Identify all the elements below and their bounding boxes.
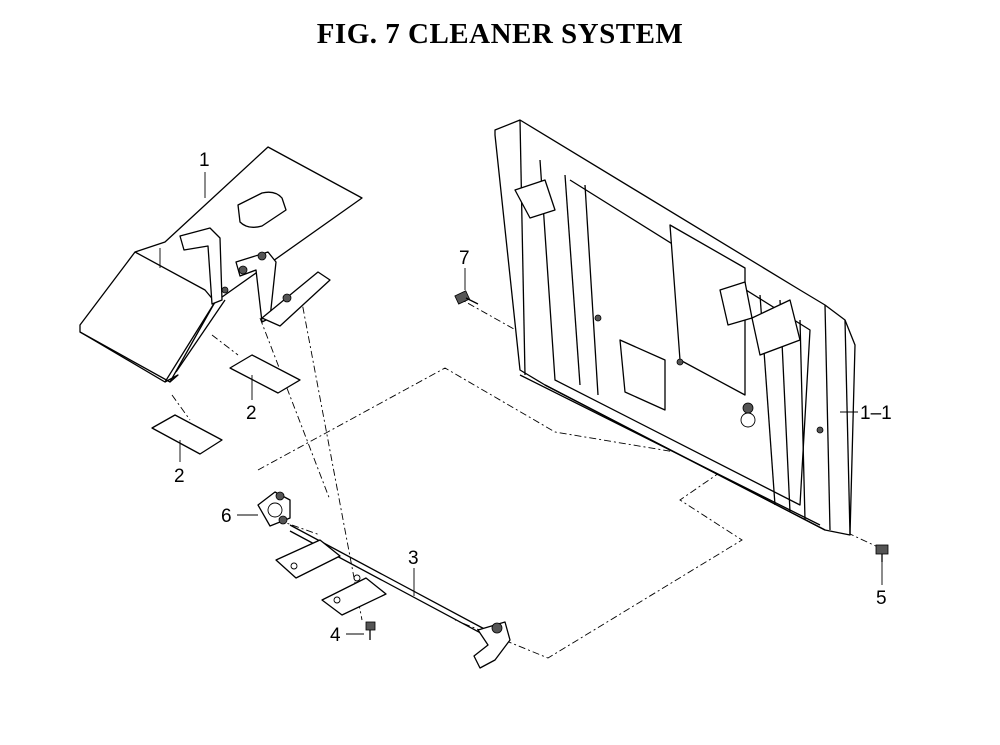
figure-title: FIG. 7 CLEANER SYSTEM bbox=[316, 18, 684, 50]
callout-6: 6 bbox=[221, 506, 232, 527]
callout-1: 1 bbox=[199, 150, 210, 171]
callout-4: 4 bbox=[330, 625, 341, 646]
part-2-pad-lower bbox=[151, 414, 223, 455]
callout-3: 3 bbox=[408, 548, 419, 569]
part-1-1-frame bbox=[494, 119, 856, 536]
part-4-bolt bbox=[365, 621, 376, 640]
part-1-cover bbox=[79, 146, 363, 383]
callout-2-upper: 2 bbox=[246, 403, 257, 424]
callout-1-1: 1–1 bbox=[860, 403, 892, 424]
leader-lines bbox=[179, 172, 883, 635]
part-2-pad-upper bbox=[229, 354, 301, 394]
part-7-bolt bbox=[454, 290, 479, 305]
part-5-bolt bbox=[875, 544, 889, 562]
callout-5: 5 bbox=[876, 588, 887, 609]
callout-7: 7 bbox=[459, 248, 470, 269]
part-3-shaft-assembly bbox=[275, 524, 511, 669]
part-6-bearing bbox=[257, 491, 291, 527]
callout-2-lower: 2 bbox=[174, 466, 185, 487]
